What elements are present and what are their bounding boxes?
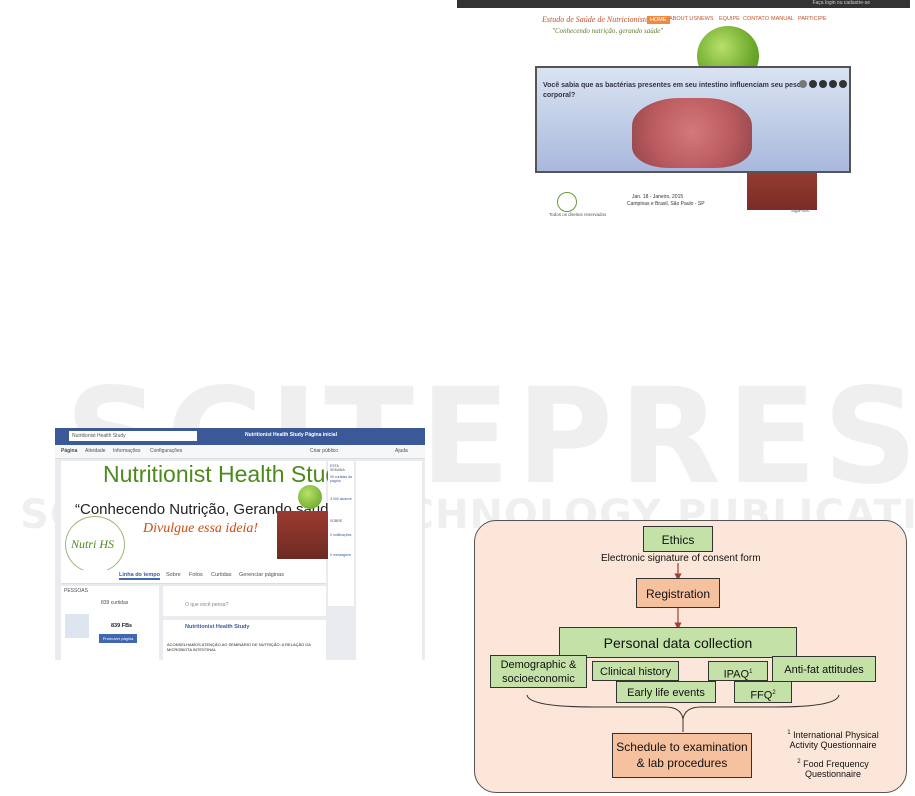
fb-cover-photo: Nutritionist Health Study “Conhecendo Nu… <box>61 461 350 573</box>
site-nav-manual[interactable]: MANUAL <box>771 16 794 22</box>
ipaq-box: IPAQ1 <box>708 661 768 681</box>
site-title: Estudo de Saúde de Nutricionistas <box>542 15 653 24</box>
fb-tabs: Linha do tempo Sobre Fotos Curtidas Gere… <box>61 570 326 584</box>
slider-dot[interactable] <box>809 80 817 88</box>
fb-cover-quote: “Conhecendo Nutrição, Gerando saúde” <box>75 501 342 518</box>
ipaq-footnote-mark: 1 <box>749 669 753 675</box>
fb-subnav-settings[interactable]: Configurações <box>150 448 183 454</box>
slider-dot[interactable] <box>799 80 807 88</box>
fb-post-text: ACONSELHAMOS ATENÇÃO AO SEMINÁRIO DE NUT… <box>167 642 311 652</box>
site-banner[interactable]: Você sabia que as bactérias presentes em… <box>535 66 851 173</box>
site-follow-us: Siga-nos: <box>791 208 811 213</box>
fb-people-number: 839 FBs <box>111 623 133 629</box>
website-screenshot: Faça login ou cadastre-se Estudo de Saúd… <box>457 0 910 221</box>
fb-tab-timeline[interactable]: Linha do tempo <box>119 572 160 580</box>
fb-books-image <box>277 511 329 559</box>
ffq-label: FFQ <box>750 689 773 702</box>
personal-data-box: Personal data collection <box>559 627 797 658</box>
fb-cover-title: Nutritionist Health Study <box>103 461 350 487</box>
fb-subnav-activity[interactable]: Atividade <box>85 448 106 454</box>
ipaq-label: IPAQ <box>723 668 750 681</box>
registration-box: Registration <box>636 578 720 608</box>
ffq-box: FFQ2 <box>734 681 792 703</box>
site-nav-about[interactable]: ABOUT US <box>669 16 698 22</box>
fb-people-image <box>65 614 89 638</box>
facebook-screenshot: Nutritionist Health Study Nutritionist H… <box>55 428 425 660</box>
site-topbar: Faça login ou cadastre-se <box>457 0 910 8</box>
fb-stat-messages[interactable]: 0 mensagens <box>330 553 352 557</box>
site-nav-contato[interactable]: CONTATO <box>743 16 769 22</box>
fb-people-header: PESSOAS <box>64 588 88 594</box>
fb-tab-about[interactable]: Sobre <box>166 572 181 578</box>
fb-stat-likes[interactable]: 99 curtidas da página <box>330 475 352 483</box>
fb-stats-column: ESTA SEMANA 99 curtidas da página 3.000 … <box>328 461 354 606</box>
footnote-ipaq: 1 International Physical Activity Questi… <box>773 728 893 750</box>
fb-stat-notifications[interactable]: 0 notificações <box>330 533 352 537</box>
site-date: Jan. 18 - Janeiro, 2015 <box>632 194 684 200</box>
footnote-ffq: 2 Food Frequency Questionnaire <box>773 757 893 779</box>
fb-topbar-links[interactable]: Nutritionist Health Study Página inicial <box>245 432 337 438</box>
footnote-1-mark: 1 <box>787 730 791 736</box>
fb-subnav-help[interactable]: Ajuda <box>395 448 408 454</box>
banner-text: Você sabia que as bactérias presentes em… <box>543 82 802 99</box>
site-rights: Todos os direitos reservados <box>549 212 607 217</box>
site-footer-logo <box>557 192 577 212</box>
fb-tab-photos[interactable]: Fotos <box>189 572 203 578</box>
fb-people-count: 839 curtidas <box>101 600 129 606</box>
fb-stat-about: SOBRE <box>330 519 343 523</box>
anti-fat-box: Anti-fat attitudes <box>772 656 876 682</box>
slider-dot[interactable] <box>829 80 837 88</box>
fb-page-name: Nutritionist Health Study <box>127 547 210 554</box>
fb-people-box: PESSOAS 839 curtidas 839 FBs Promover pá… <box>61 586 159 660</box>
fb-page-category: Sociedade educacional <box>127 556 179 562</box>
site-nav-participe[interactable]: PARTICIPE <box>798 16 827 22</box>
fb-post-composer[interactable]: O que você pensa? <box>163 586 326 616</box>
fb-sidebar <box>356 461 422 660</box>
fb-profile-logo[interactable]: Nutri HS <box>65 516 125 573</box>
fb-post: Nutritionist Health Study ACONSELHAMOS A… <box>163 620 326 660</box>
fb-subnav: Página Atividade Informações Configuraçõ… <box>55 445 425 459</box>
slider-dot[interactable] <box>819 80 827 88</box>
fb-cover-call: Divulgue essa ideia! <box>143 521 259 536</box>
ethics-box: Ethics <box>643 526 713 552</box>
fb-tab-manage[interactable]: Gerenciar páginas <box>239 572 284 578</box>
fb-apple-image <box>298 485 322 509</box>
fb-composer-text: O que você pensa? <box>185 602 229 608</box>
fb-stat-reach[interactable]: 3.000 alcance <box>330 497 352 501</box>
fb-promote-button[interactable]: Promover página <box>99 634 137 643</box>
schedule-box: Schedule to examination & lab procedures <box>612 733 752 778</box>
site-nav-news[interactable]: NEWS <box>697 16 714 22</box>
intestine-image <box>632 98 752 168</box>
footnote-1-text: International Physical Activity Question… <box>789 730 879 750</box>
site-location: Campinas e Brasil, São Paulo - SP <box>627 201 705 207</box>
demographic-box: Demographic & socioeconomic <box>490 655 587 688</box>
fb-post-author[interactable]: Nutritionist Health Study <box>185 624 250 630</box>
consent-label: Electronic signature of consent form <box>601 553 761 564</box>
fb-subnav-info[interactable]: Informações <box>113 448 141 454</box>
flow-diagram: Ethics Electronic signature of consent f… <box>474 520 907 793</box>
fb-logo-text: Nutri HS <box>71 537 115 551</box>
fb-search-input[interactable]: Nutritionist Health Study <box>69 431 197 441</box>
site-topbar-text: Faça login ou cadastre-se <box>812 0 870 6</box>
footnote-2-text: Food Frequency Questionnaire <box>803 759 869 779</box>
site-nav-equipe[interactable]: EQUIPE <box>719 16 740 22</box>
early-life-box: Early life events <box>616 681 716 703</box>
clinical-history-box: Clinical history <box>592 661 679 681</box>
fb-topbar: Nutritionist Health Study Nutritionist H… <box>55 428 425 445</box>
fb-subnav-page[interactable]: Página <box>61 448 78 454</box>
footnote-2-mark: 2 <box>797 759 801 765</box>
slider-dot[interactable] <box>839 80 847 88</box>
fb-tab-likes[interactable]: Curtidas <box>211 572 232 578</box>
site-slogan: "Conhecendo nutrição, gerando saúde" <box>552 27 664 35</box>
ffq-footnote-mark: 2 <box>772 690 776 696</box>
fb-stat-header: ESTA SEMANA <box>330 464 345 472</box>
fb-subnav-audience[interactable]: Criar público <box>310 448 339 454</box>
site-nav-home[interactable]: HOME <box>647 16 670 24</box>
